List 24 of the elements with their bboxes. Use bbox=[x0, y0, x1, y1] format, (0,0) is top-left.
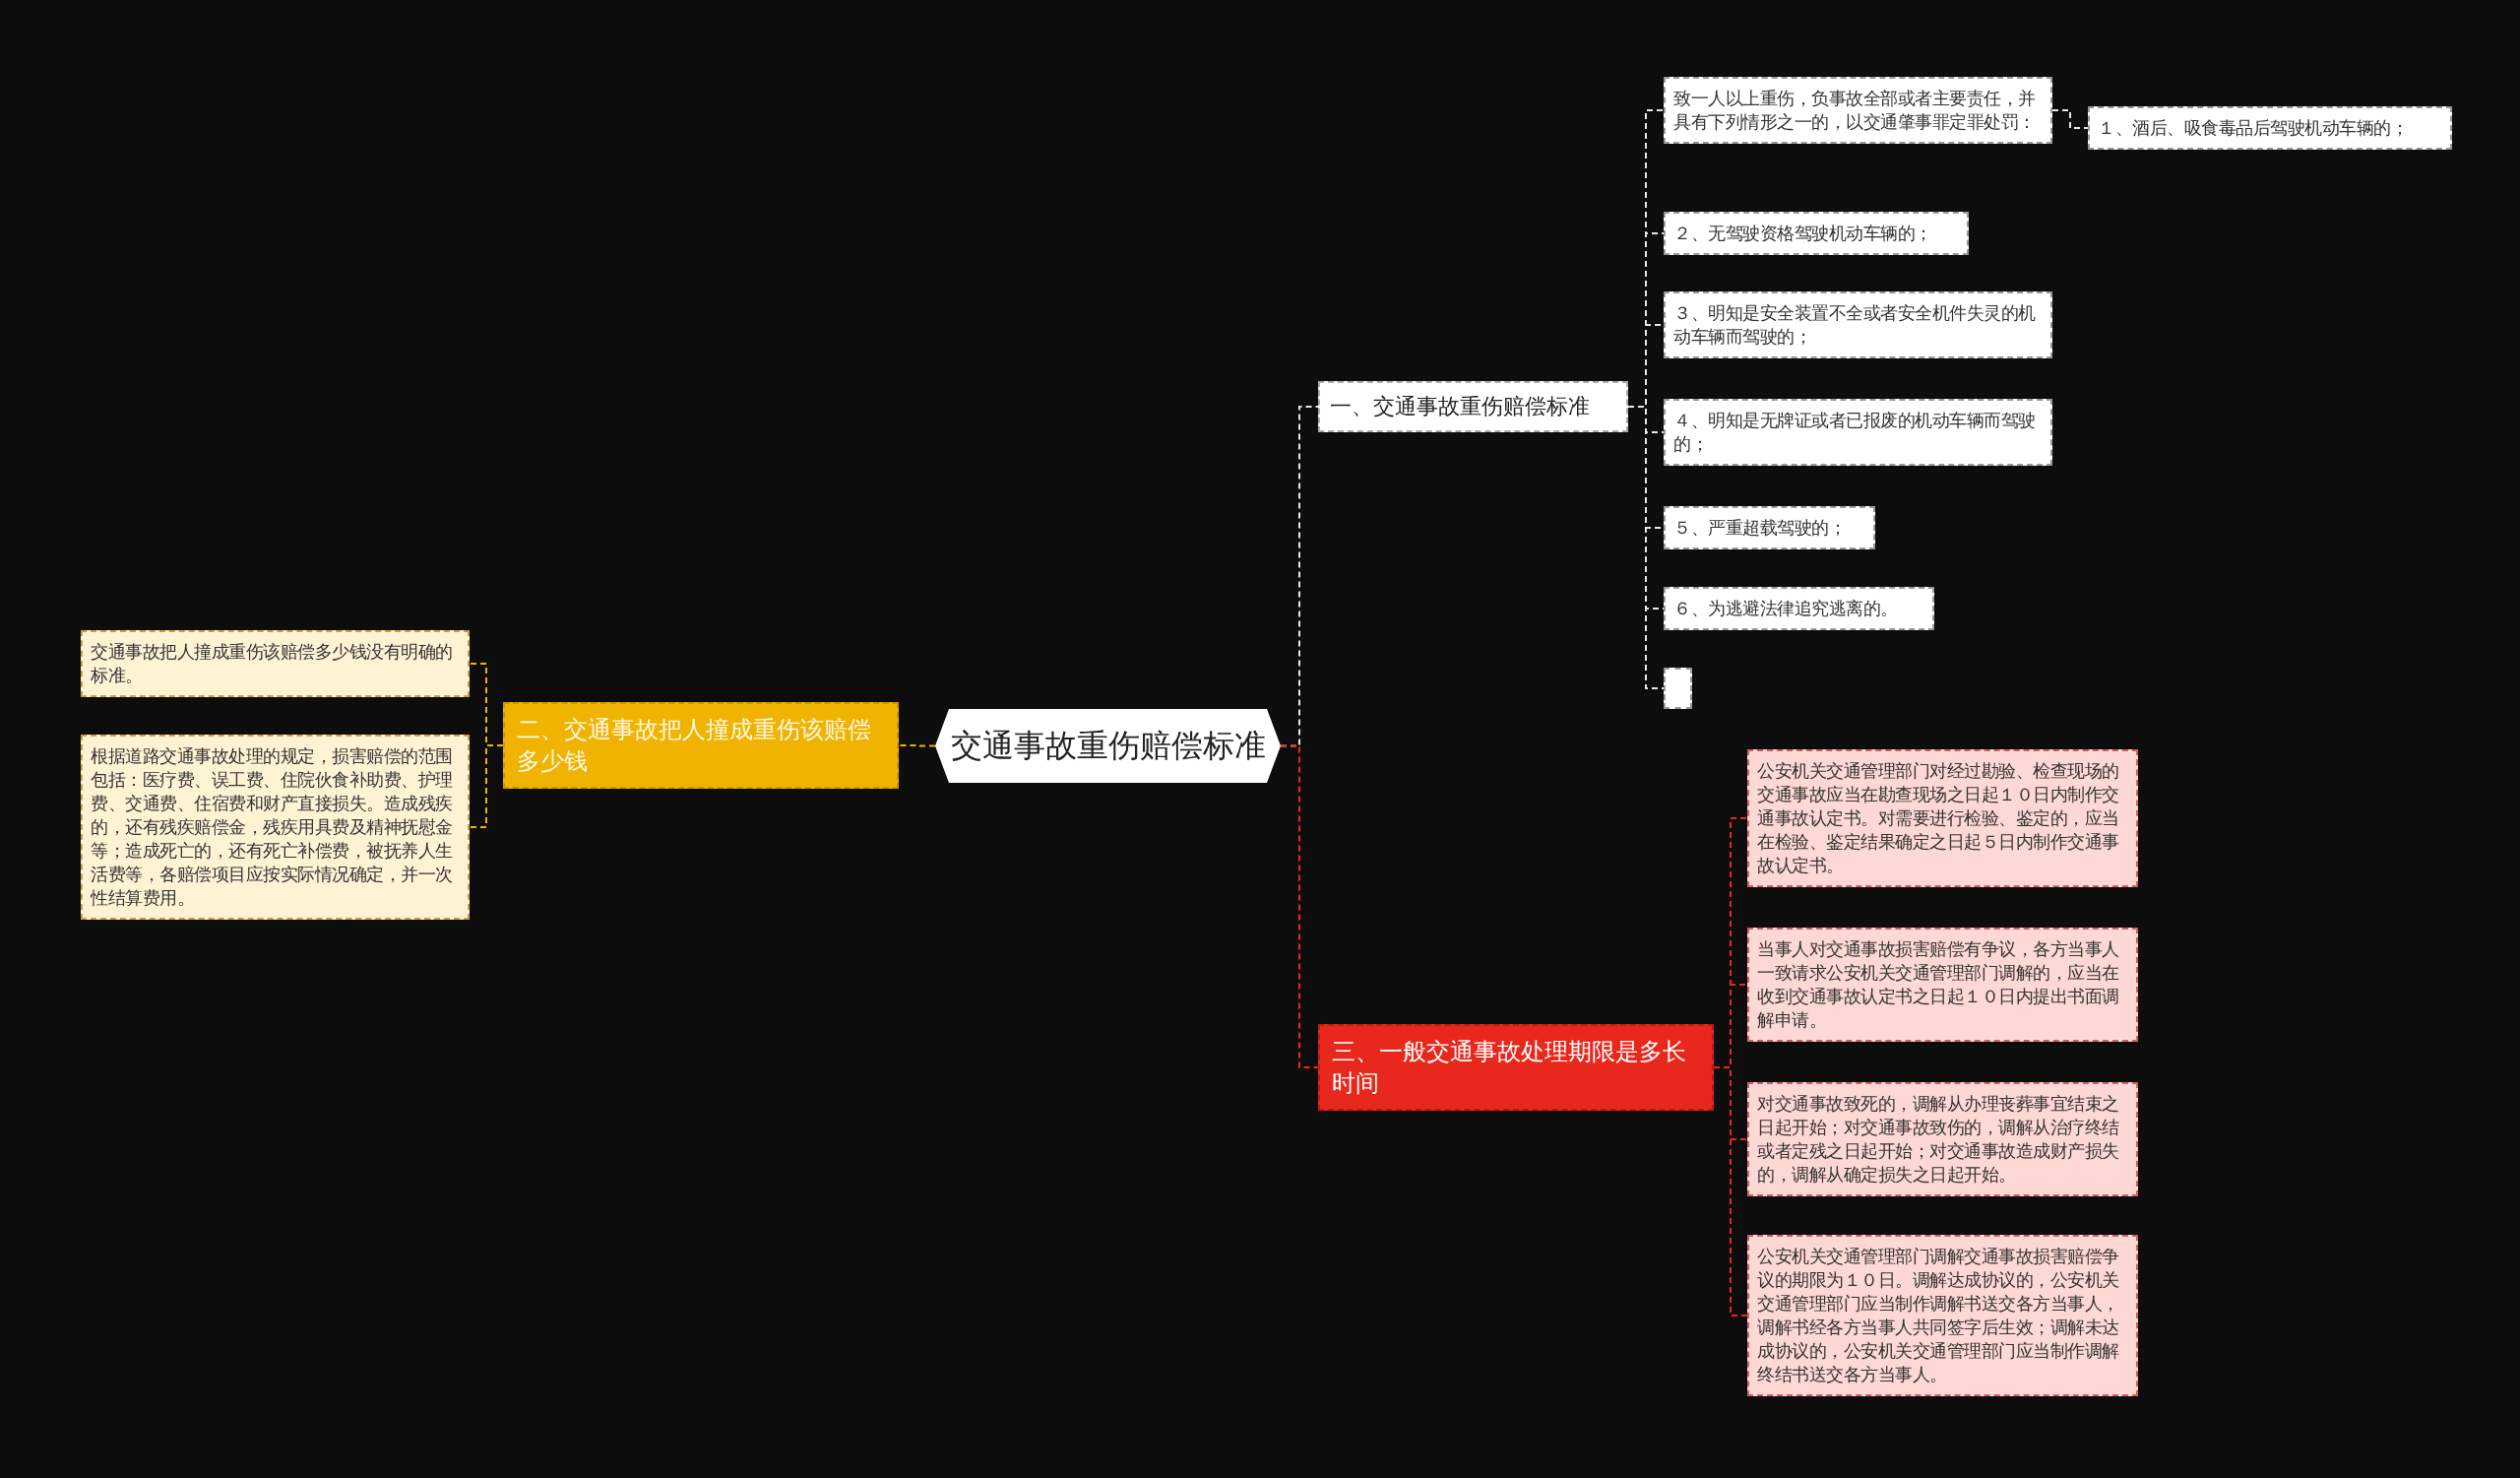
connector bbox=[469, 744, 504, 828]
text-box: 当事人对交通事故损害赔偿有争议，各方当事人一致请求公安机关交通管理部门调解的，应当在收到交通事故认定书之日起１０日内提出书面调解申请。 bbox=[1747, 928, 2138, 1042]
text-box: 对交通事故致死的，调解从办理丧葬事宜结束之日起开始；对交通事故致伤的，调解从治疗终结或者定残之日起开始；对交通事故造成财产损失的，调解从确定损失之日起开始。 bbox=[1747, 1082, 2138, 1196]
topic-box: 三、一般交通事故处理期限是多长时间 bbox=[1318, 1024, 1714, 1111]
topic-box: 二、交通事故把人撞成重伤该赔偿多少钱 bbox=[503, 702, 899, 789]
connector bbox=[2051, 109, 2089, 129]
text-box: ２、无驾驶资格驾驶机动车辆的； bbox=[1664, 212, 1969, 255]
connector bbox=[1713, 1066, 1748, 1317]
connector bbox=[1627, 406, 1665, 689]
text-box: 根据道路交通事故处理的规定，损害赔偿的范围包括：医疗费、误工费、住院伙食补助费、护理费、交通费、住宿费和财产直接损失。造成残疾的，还有残疾赔偿金，残疾用具费及精神抚慰金等；造成死亡的，还有死亡补偿费，被抚养人生活费等，各赔偿项目应按实际情况确定，并一次性结算费用。 bbox=[81, 735, 470, 920]
empty-box bbox=[1664, 668, 1692, 709]
text-box: ４、明知是无牌证或者已报废的机动车辆而驾驶的； bbox=[1664, 399, 2052, 466]
topic-box: 一、交通事故重伤赔偿标准 bbox=[1318, 381, 1628, 432]
connector bbox=[898, 744, 936, 747]
text-box: ３、明知是安全装置不全或者安全机件失灵的机动车辆而驾驶的； bbox=[1664, 291, 2052, 358]
text-box: 致一人以上重伤，负事故全部或者主要责任，并具有下列情形之一的，以交通肇事罪定罪处罚： bbox=[1664, 77, 2052, 144]
text-box: 交通事故把人撞成重伤该赔偿多少钱没有明确的标准。 bbox=[81, 630, 470, 697]
text-box: １、酒后、吸食毒品后驾驶机动车辆的； bbox=[2088, 106, 2452, 150]
topic-hexagon: 交通事故重伤赔偿标准 bbox=[935, 709, 1281, 783]
text-box: 公安机关交通管理部门对经过勘验、检查现场的交通事故应当在勘查现场之日起１０日内制作交通事故认定书。对需要进行检验、鉴定的，应当在检验、鉴定结果确定之日起５日内制作交通事故认定书。 bbox=[1747, 749, 2138, 887]
text-box: ５、严重超载驾驶的； bbox=[1664, 506, 1875, 549]
connector bbox=[1280, 744, 1319, 1068]
text-box: 公安机关交通管理部门调解交通事故损害赔偿争议的期限为１０日。调解达成协议的，公安机关交通管理部门应当制作调解书送交各方当事人，调解书经各方当事人共同签字后生效；调解未达成协议的，公安机关交通管理部门应当制作调解终结书送交各方当事人。 bbox=[1747, 1235, 2138, 1396]
text-box: ６、为逃避法律追究逃离的。 bbox=[1664, 587, 1934, 630]
